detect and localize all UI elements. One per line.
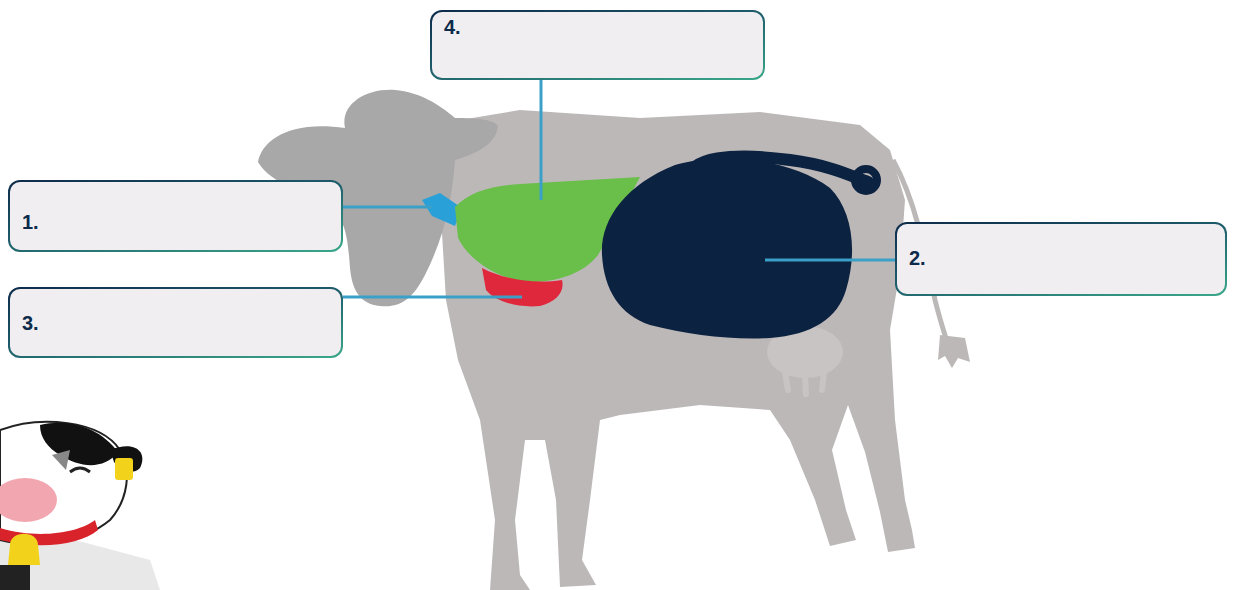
intestine-coil (855, 169, 877, 191)
mascot-patch (40, 423, 118, 465)
label-box: 1. (8, 180, 343, 252)
leader-line (765, 259, 895, 262)
label-box: 2. (895, 222, 1227, 296)
udder-teats (785, 372, 824, 394)
callout-number: 2. (909, 246, 1213, 270)
mascot-tie (0, 565, 30, 590)
intestine-loop (690, 157, 868, 182)
leader-line (343, 206, 432, 209)
label-box: 4. (430, 10, 765, 80)
mascot-bell (8, 534, 40, 565)
leader-line (343, 296, 522, 299)
callout-number: 3. (22, 311, 329, 335)
cow-body (430, 110, 915, 590)
abomasum (482, 268, 563, 306)
callout-number: 4. (444, 15, 751, 39)
ear-tag (115, 458, 133, 480)
tail-tuft (938, 335, 970, 368)
mascot-eye (70, 468, 90, 472)
cow-mascot (0, 422, 160, 590)
callout-number: 1. (22, 210, 329, 234)
mascot-goggles (52, 450, 70, 470)
mascot-muzzle (0, 478, 57, 522)
label-box: 3. (8, 287, 343, 358)
leader-lines (343, 80, 895, 297)
leader-line (540, 80, 543, 200)
rumen (602, 159, 852, 339)
